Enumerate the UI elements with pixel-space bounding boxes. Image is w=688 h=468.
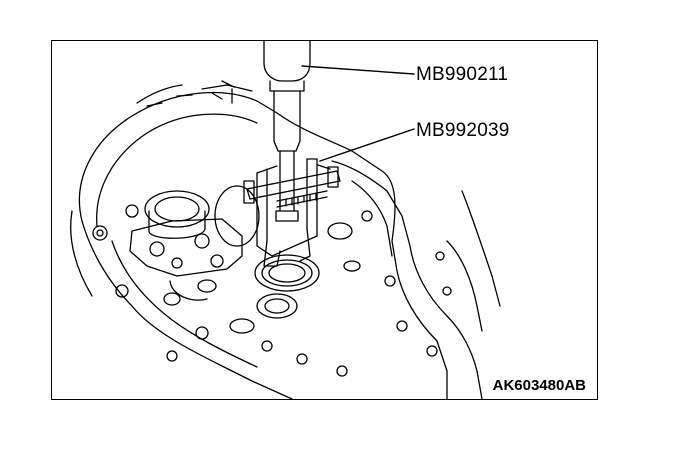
case-bores xyxy=(144,185,361,334)
callout-label-slide-hammer: MB990211 xyxy=(416,64,509,85)
callout-label-puller: MB992039 xyxy=(416,120,510,141)
figure-frame: MB990211 MB992039 AK603480AB xyxy=(51,40,598,400)
transaxle-illustration xyxy=(70,41,501,399)
figure-id-label: AK603480AB xyxy=(492,377,586,394)
transaxle-case xyxy=(70,80,501,399)
leader-lines xyxy=(301,65,415,170)
shift-bracket xyxy=(129,218,243,306)
puller-tool xyxy=(243,158,341,267)
slide-hammer xyxy=(263,41,311,222)
